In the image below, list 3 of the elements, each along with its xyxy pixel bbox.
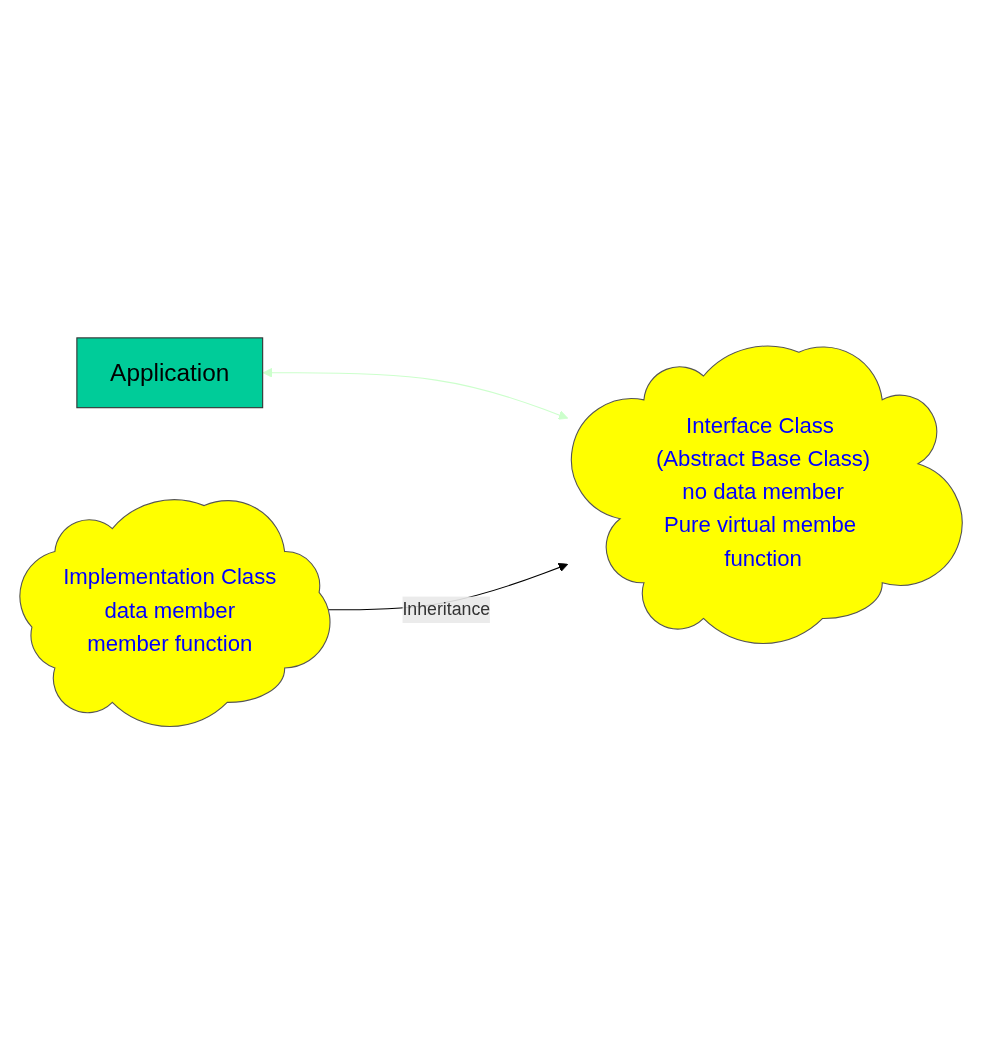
arrow [262, 367, 568, 420]
node-box: Application [75, 337, 263, 409]
edge-label: Inheritance [401, 599, 490, 619]
